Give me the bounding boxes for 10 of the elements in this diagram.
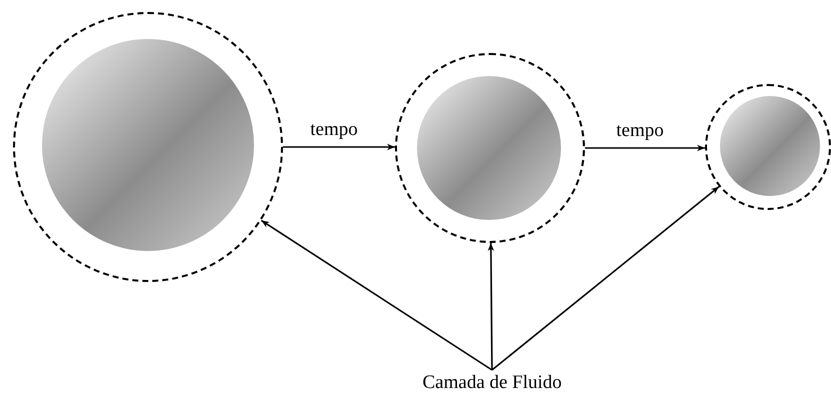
dashed-fluid-layer-circle (13, 12, 283, 282)
arrow (492, 186, 720, 371)
dashed-fluid-layer-circle (705, 84, 831, 210)
arrow (585, 144, 705, 152)
arrow (488, 242, 494, 370)
label-text: Camada de Fluido (422, 372, 562, 394)
gradient-sphere (720, 96, 820, 196)
dashed-fluid-layer-circle (395, 53, 585, 243)
arrow (260, 220, 492, 371)
arrow (283, 144, 395, 150)
